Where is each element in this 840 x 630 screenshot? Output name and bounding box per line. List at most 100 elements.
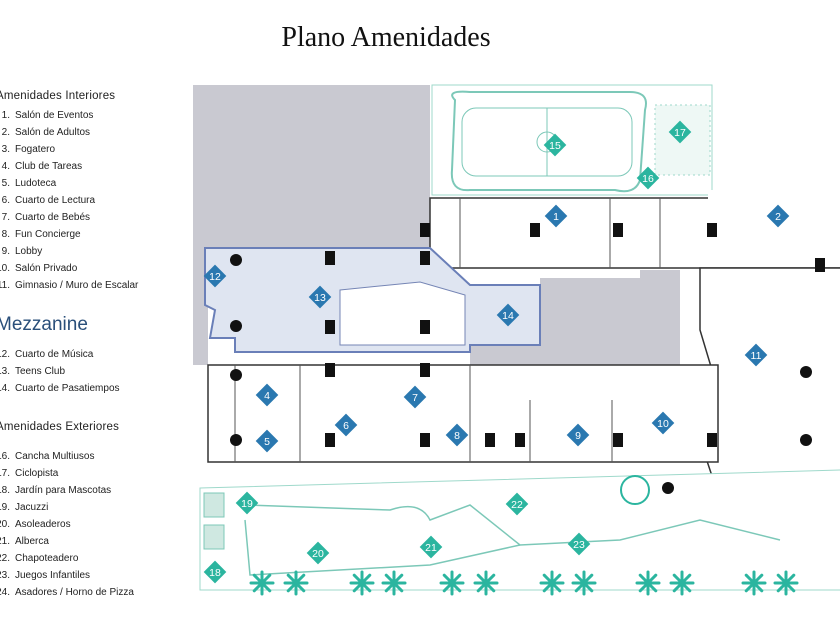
marker-diamond xyxy=(567,532,591,556)
palm-tree-icon xyxy=(773,570,799,596)
palm-tree-icon xyxy=(473,570,499,596)
legend-item-label: Cuarto de Música xyxy=(15,349,94,360)
marker-9: 9 xyxy=(566,423,590,447)
column xyxy=(613,223,623,237)
legend-item: 23.Juegos Infantiles xyxy=(0,570,190,587)
legend-item-number: 22. xyxy=(0,553,10,564)
legend-item-label: Cuarto de Bebés xyxy=(15,212,91,223)
legend-item: 2.Salón de Adultos xyxy=(0,127,190,144)
legend-item-label: Chapoteadero xyxy=(15,553,79,564)
legend-item: 17.Ciclopista xyxy=(0,468,190,485)
column xyxy=(420,320,430,334)
round-column xyxy=(230,320,242,332)
legend-item: 10.Salón Privado xyxy=(0,263,190,280)
marker-6: 6 xyxy=(334,413,358,437)
legend-item-label: Lobby xyxy=(15,246,43,257)
marker-label: 15 xyxy=(549,140,561,152)
marker-label: 22 xyxy=(511,499,523,511)
marker-19: 19 xyxy=(235,491,259,515)
room-dividers xyxy=(234,198,661,462)
palm-tree-icon xyxy=(249,570,275,596)
legend-item-label: Juegos Infantiles xyxy=(15,570,91,581)
marker-22: 22 xyxy=(505,492,529,516)
column xyxy=(325,320,335,334)
marker-label: 14 xyxy=(502,310,514,322)
legend-item: 16. Cancha Multiusos xyxy=(0,451,190,468)
marker-label: 19 xyxy=(241,498,253,510)
marker-21: 21 xyxy=(419,535,443,559)
legend-item-number: 14. xyxy=(0,383,10,394)
legend-heading-exteriores: Amenidades Exteriores xyxy=(0,421,120,433)
palm-tree-icon xyxy=(381,570,407,596)
marker-label: 12 xyxy=(209,271,221,283)
legend-item-number: 11. xyxy=(0,280,10,291)
marker-label: 20 xyxy=(312,548,324,560)
marker-diamond xyxy=(744,343,768,367)
legend-item-number: 8. xyxy=(1,229,10,240)
marker-label: 23 xyxy=(573,539,585,551)
marker-label: 4 xyxy=(264,390,270,402)
palm-tree-icon xyxy=(439,570,465,596)
palm-tree-icon xyxy=(741,570,767,596)
marker-7: 7 xyxy=(403,385,427,409)
marker-label: 11 xyxy=(751,350,762,362)
marker-label: 16 xyxy=(642,173,654,185)
legend-item-label: Jardín para Mascotas xyxy=(15,485,112,496)
column xyxy=(325,363,335,377)
legend-item-number: 17. xyxy=(0,468,10,479)
marker-5: 5 xyxy=(255,429,279,453)
legend-item-number: 2. xyxy=(1,127,10,138)
column xyxy=(530,223,540,237)
marker-diamond xyxy=(651,411,675,435)
marker-label: 17 xyxy=(674,127,686,139)
legend-item-number: 16. xyxy=(0,451,10,462)
legend-item: 18. Jardín para Mascotas xyxy=(0,485,190,502)
legend-item-label: Ludoteca xyxy=(15,178,57,189)
legend-item-number: 24. xyxy=(0,587,10,598)
marker-diamond xyxy=(334,413,358,437)
legend-item: 24. Asadores / Horno de Pizza xyxy=(0,587,190,604)
double-height-void xyxy=(339,281,466,346)
legend-item-number: 9. xyxy=(1,246,10,257)
marker-diamond xyxy=(505,492,529,516)
legend-item-number: 18. xyxy=(0,485,10,496)
gym-wing xyxy=(699,267,840,486)
legend-item-label: Alberca xyxy=(15,536,49,547)
legend-item-number: 3. xyxy=(1,144,10,155)
marker-diamond xyxy=(403,385,427,409)
legend-item-label: Asadores / Horno de Pizza xyxy=(15,587,134,598)
legend-item-label: Club de Tareas xyxy=(15,161,83,172)
legend-item-label: Fogatero xyxy=(15,144,56,155)
column xyxy=(420,363,430,377)
exterior-area xyxy=(199,469,840,591)
columns xyxy=(230,223,825,494)
legend-item-number: 19. xyxy=(0,502,10,513)
gazebo xyxy=(620,475,650,505)
legend-item-label: Asoleaderos xyxy=(15,519,71,530)
legend-item-label: Gimnasio / Muro de Escalar xyxy=(15,280,139,291)
legend-item-label: Cancha Multiusos xyxy=(15,451,95,462)
marker-16: 16 xyxy=(636,166,660,190)
ground-floor-rooms xyxy=(207,364,719,463)
marker-18: 18 xyxy=(203,560,227,584)
round-column xyxy=(230,254,242,266)
marker-15: 15 xyxy=(543,133,567,157)
legend-item: 19. Jacuzzi xyxy=(0,502,190,519)
palm-tree-icon xyxy=(571,570,597,596)
legend-item: 3. Fogatero xyxy=(0,144,190,161)
legend-item: 13.Teens Club xyxy=(0,366,190,383)
marker-diamond xyxy=(255,429,279,453)
marker-23: 23 xyxy=(567,532,591,556)
legend-item-label: Salón Privado xyxy=(15,263,78,274)
palm-trees xyxy=(249,570,799,596)
legend-item-number: 12. xyxy=(0,349,10,360)
marker-diamond xyxy=(255,383,279,407)
legend-item-number: 7. xyxy=(1,212,10,223)
legend-item: 5.Ludoteca xyxy=(0,178,190,195)
legend-item-label: Jacuzzi xyxy=(15,502,49,513)
pool-edge xyxy=(244,519,521,576)
round-column xyxy=(230,369,242,381)
legend-item: 22. Chapoteadero xyxy=(0,553,190,570)
marker-diamond xyxy=(566,423,590,447)
